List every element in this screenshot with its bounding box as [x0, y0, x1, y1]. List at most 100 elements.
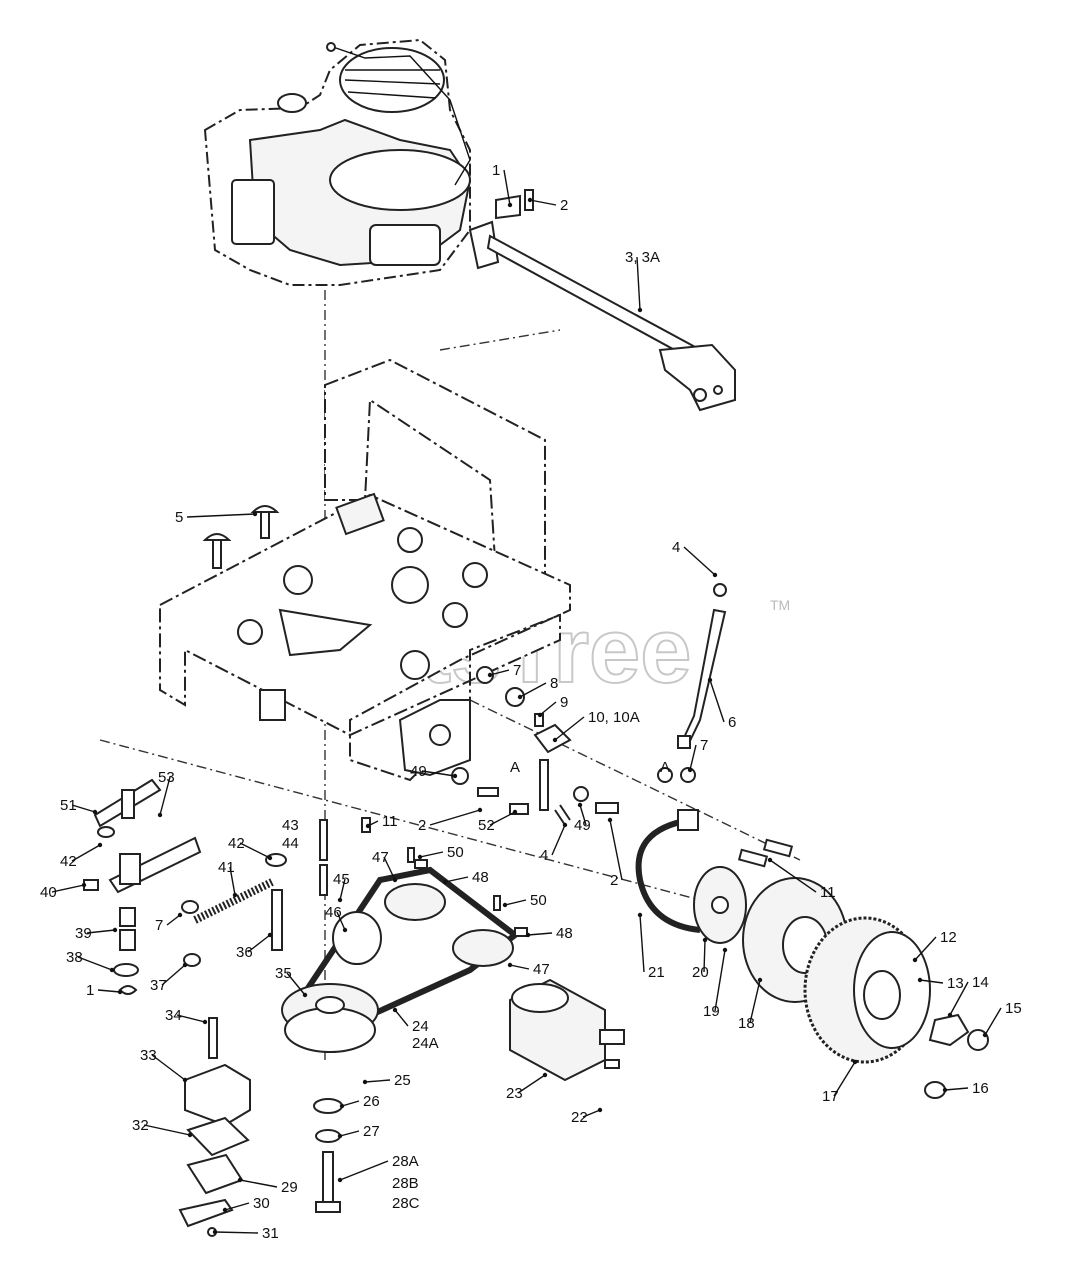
- callout-arrowhead-c42a: [97, 842, 103, 848]
- callout-arrowhead-c12: [912, 957, 918, 963]
- callout-leader-c19: [714, 949, 726, 1012]
- callout-arrowhead-c45: [337, 897, 343, 903]
- callout-label-c42b: 42: [228, 835, 245, 852]
- callout-arrowhead-c32: [187, 1132, 193, 1138]
- callout-label-c5: 5: [175, 509, 183, 526]
- callout-label-c4b: 4: [540, 847, 548, 864]
- callout-arrowhead-c38: [109, 967, 115, 973]
- callout-leader-c45: [339, 878, 346, 901]
- callout-arrowhead-c8: [517, 694, 523, 700]
- callout-label-c22: 22: [571, 1109, 588, 1126]
- callout-label-c12: 12: [940, 929, 957, 946]
- callout-label-c53: 53: [158, 769, 175, 786]
- callout-leader-c50b: [504, 899, 527, 906]
- callout-leader-c47b: [509, 964, 530, 970]
- callout-label-c13: 13: [947, 975, 964, 992]
- callout-label-c2c: 2: [610, 872, 618, 889]
- callout-arrowhead-c9: [537, 712, 543, 718]
- callout-arrowhead-c1a: [507, 202, 513, 208]
- callout-label-c2a: 2: [560, 197, 568, 214]
- lower-hardware: [178, 1017, 343, 1237]
- callout-leader-c4b: [551, 824, 566, 856]
- callout-label-c1b: 1: [86, 982, 94, 999]
- callout-arrowhead-c26: [339, 1103, 345, 1109]
- callout-arrowhead-c39: [112, 927, 118, 933]
- callout-leader-c20: [703, 939, 706, 973]
- callout-label-c17: 17: [822, 1088, 839, 1105]
- callout-label-c18: 18: [738, 1015, 755, 1032]
- callout-arrowhead-c14: [947, 1012, 953, 1018]
- callout-leader-c4a: [683, 546, 716, 576]
- callout-leader-c8: [519, 682, 547, 698]
- callout-leader-c1b: [97, 989, 121, 993]
- callout-label-c47b: 47: [533, 961, 550, 978]
- callout-arrowhead-c50b: [502, 902, 508, 908]
- callout-label-c27: 27: [363, 1123, 380, 1140]
- callout-arrowhead-c21: [637, 912, 643, 918]
- callout-label-c42a: 42: [60, 853, 77, 870]
- callout-leader-c36: [247, 934, 271, 953]
- callout-arrowhead-c31: [212, 1229, 218, 1235]
- callout-leader-c29: [239, 1179, 278, 1188]
- callout-label-c26: 26: [363, 1093, 380, 1110]
- callout-label-c19: 19: [703, 1003, 720, 1020]
- callout-leader-c2a: [529, 199, 557, 206]
- callout-arrowhead-c15: [982, 1032, 988, 1038]
- callout-arrowhead-c23: [542, 1072, 548, 1078]
- callout-arrowhead-c16: [942, 1087, 948, 1093]
- callout-arrowhead-c17: [852, 1059, 858, 1065]
- callout-leader-c34: [176, 1014, 206, 1023]
- callout-leader-c42b: [239, 842, 271, 859]
- callout-label-c28A: 28A: [392, 1153, 419, 1170]
- callout-label-c48a: 48: [472, 869, 489, 886]
- callout-arrowhead-c34: [202, 1019, 208, 1025]
- callout-leader-c39: [86, 929, 116, 934]
- callout-label-c14: 14: [972, 974, 989, 991]
- callout-arrowhead-c53: [157, 812, 163, 818]
- wheel-assembly: [635, 809, 989, 1099]
- callout-label-c20: 20: [692, 964, 709, 981]
- callout-arrowhead-c6: [707, 677, 713, 683]
- callout-label-c28C: 28C: [392, 1195, 420, 1212]
- callout-arrowhead-c28A: [337, 1177, 343, 1183]
- callout-arrowhead-c40: [81, 882, 87, 888]
- callout-leader-c2c: [609, 819, 623, 881]
- callout-leader-c40: [51, 884, 85, 893]
- callout-label-c32: 32: [132, 1117, 149, 1134]
- callout-leader-c50a: [419, 851, 444, 858]
- callout-label-c25: 25: [394, 1072, 411, 1089]
- callout-label-c35: 35: [275, 965, 292, 982]
- callout-arrowhead-c37: [182, 962, 188, 968]
- callout-label-c31: 31: [262, 1225, 279, 1242]
- callout-leader-c6: [709, 679, 725, 723]
- callout-leader-c53: [159, 776, 171, 816]
- callout-arrowhead-c48a: [442, 879, 448, 885]
- callout-label-c23: 23: [506, 1085, 523, 1102]
- callout-arrowhead-c4b: [562, 822, 568, 828]
- callout-leader-c31: [214, 1231, 259, 1234]
- callout-label-c52: 52: [478, 817, 495, 834]
- callout-leader-c28A: [339, 1160, 389, 1181]
- callout-arrowhead-c2b: [477, 807, 483, 813]
- callout-arrowhead-c11a: [365, 823, 371, 829]
- callout-label-c51: 51: [60, 797, 77, 814]
- callout-leader-c37: [161, 964, 186, 986]
- watermark-trademark: TM: [770, 597, 790, 613]
- callout-arrowhead-c13: [917, 977, 923, 983]
- callout-leader-c5: [186, 513, 256, 518]
- callout-leader-c12: [914, 936, 937, 961]
- frame-hardware: [451, 666, 696, 826]
- callout-leader-c17: [833, 1061, 856, 1097]
- callout-leader-c15: [984, 1007, 1002, 1036]
- callout-label-c30: 30: [253, 1195, 270, 1212]
- callout-leader-c32: [143, 1124, 191, 1136]
- callout-leader-c13: [919, 979, 944, 984]
- callout-arrowhead-c2a: [527, 197, 533, 203]
- callout-arrowhead-c27: [337, 1133, 343, 1139]
- callout-leader-c48b: [527, 932, 553, 936]
- callout-arrowhead-c49a: [452, 773, 458, 779]
- callout-leader-c23: [517, 1074, 546, 1094]
- callout-label-c49a: 49: [410, 763, 427, 780]
